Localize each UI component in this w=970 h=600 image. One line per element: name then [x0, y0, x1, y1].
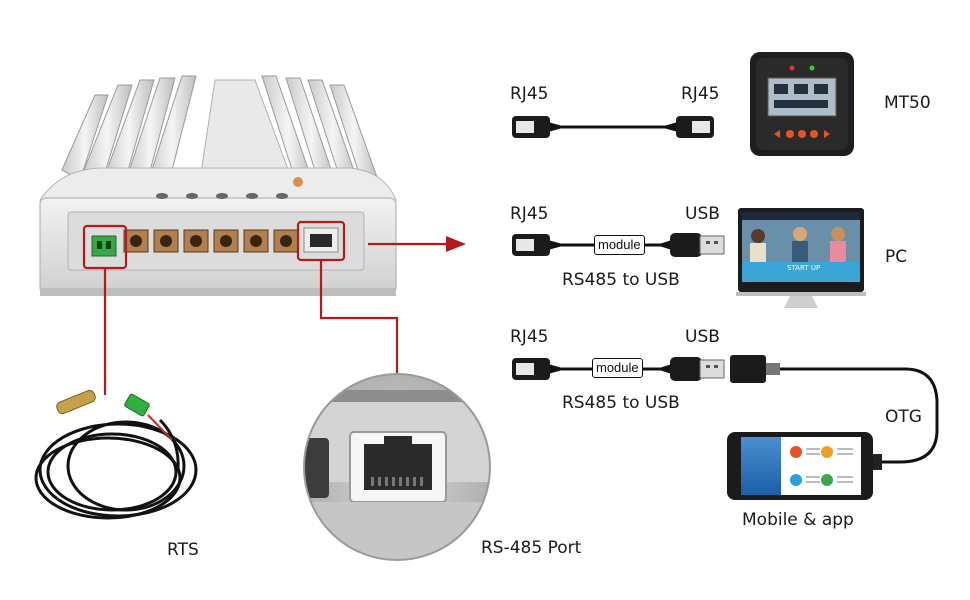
mt50-remote-meter: [750, 52, 854, 156]
cable-rj45-usb-otg: [512, 355, 939, 470]
row2-left-label: RJ45: [510, 204, 549, 224]
row3-caption: RS485 to USB: [562, 393, 680, 413]
pc-label: PC: [885, 247, 908, 267]
row2-right-label: USB: [685, 204, 720, 224]
smartphone: [727, 432, 873, 500]
terminal-block: [123, 229, 299, 253]
row2-caption: RS485 to USB: [562, 270, 680, 290]
mobile-label: Mobile & app: [742, 510, 854, 530]
callout-lines: [82, 220, 399, 395]
row3-module-box: module: [592, 358, 643, 378]
otg-label: OTG: [885, 407, 922, 427]
row1-right-label: RJ45: [681, 84, 720, 104]
desktop-monitor: [736, 208, 866, 308]
rts-label: RTS: [167, 540, 199, 560]
row2-module-box: module: [594, 235, 645, 255]
rts-connector: [91, 235, 117, 257]
mt50-label: MT50: [884, 93, 931, 113]
row1-left-label: RJ45: [510, 84, 549, 104]
pc-screen-banner: START UP: [787, 264, 821, 272]
arrow-right: [368, 236, 466, 252]
row3-right-label: USB: [685, 327, 720, 347]
rs485-port-label: RS-485 Port: [481, 538, 582, 558]
temperature-sensor: [34, 389, 198, 520]
rs485-port-closeup: [303, 373, 491, 561]
controller-device: [39, 75, 397, 296]
cable-rj45-usb-pc: [512, 233, 725, 257]
row3-left-label: RJ45: [510, 327, 549, 347]
cable-rj45-rj45: [512, 116, 714, 138]
